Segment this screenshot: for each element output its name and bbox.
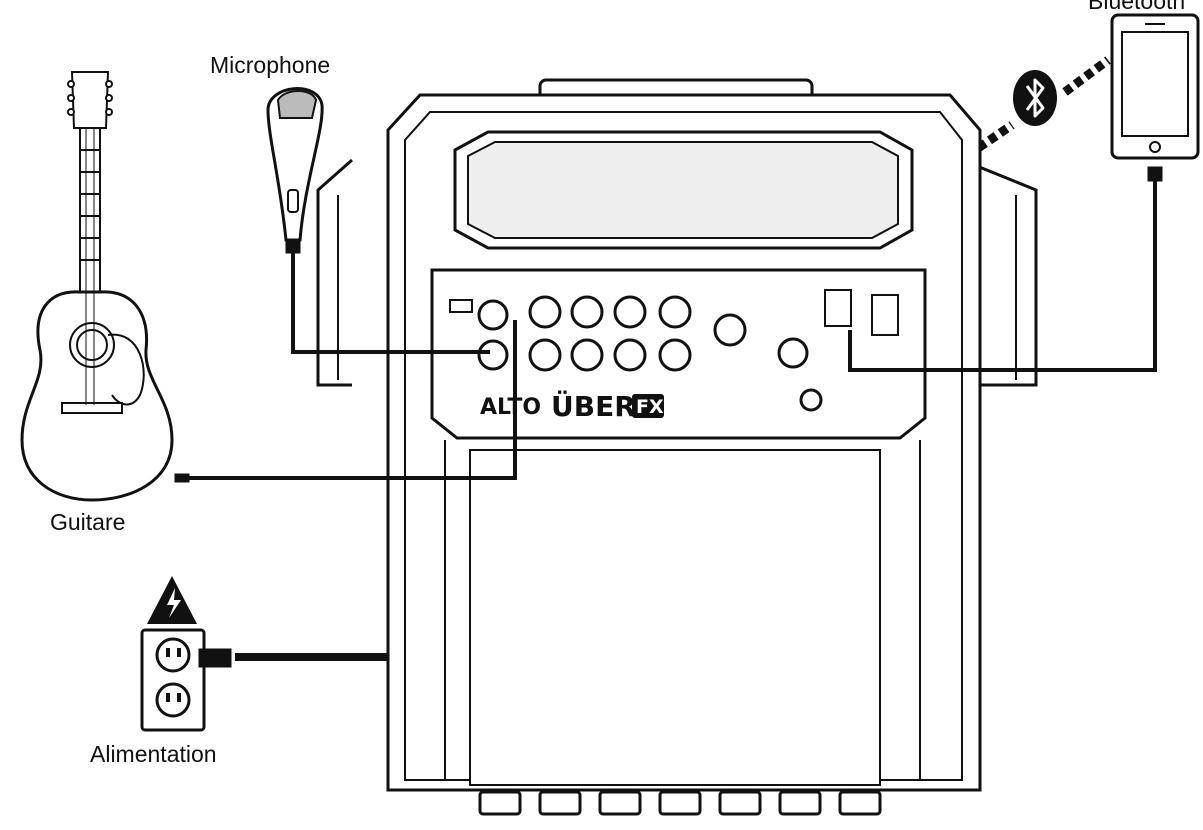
guitar-cable (185, 320, 517, 480)
microphone-cable (291, 252, 490, 354)
speaker-model: ÜBER (551, 389, 636, 423)
label-microphone: Microphone (210, 52, 331, 78)
bluetooth-icon (965, 56, 1111, 159)
speaker-icon (316, 78, 1038, 816)
label-power: Alimentation (90, 741, 217, 767)
smartphone-icon (1110, 13, 1200, 182)
power-outlet-icon (140, 628, 232, 732)
guitar-icon (20, 71, 174, 502)
speaker-brand: ALTO (480, 395, 541, 420)
label-guitar: Guitare (50, 509, 126, 535)
phone-cable (848, 180, 1157, 372)
microphone-icon (266, 87, 324, 254)
speaker-model-suffix: FX (636, 396, 664, 418)
warning-icon (147, 576, 197, 624)
label-bluetooth: Bluetooth (1088, 0, 1186, 14)
model-badge (632, 394, 664, 418)
cables (174, 180, 1157, 661)
